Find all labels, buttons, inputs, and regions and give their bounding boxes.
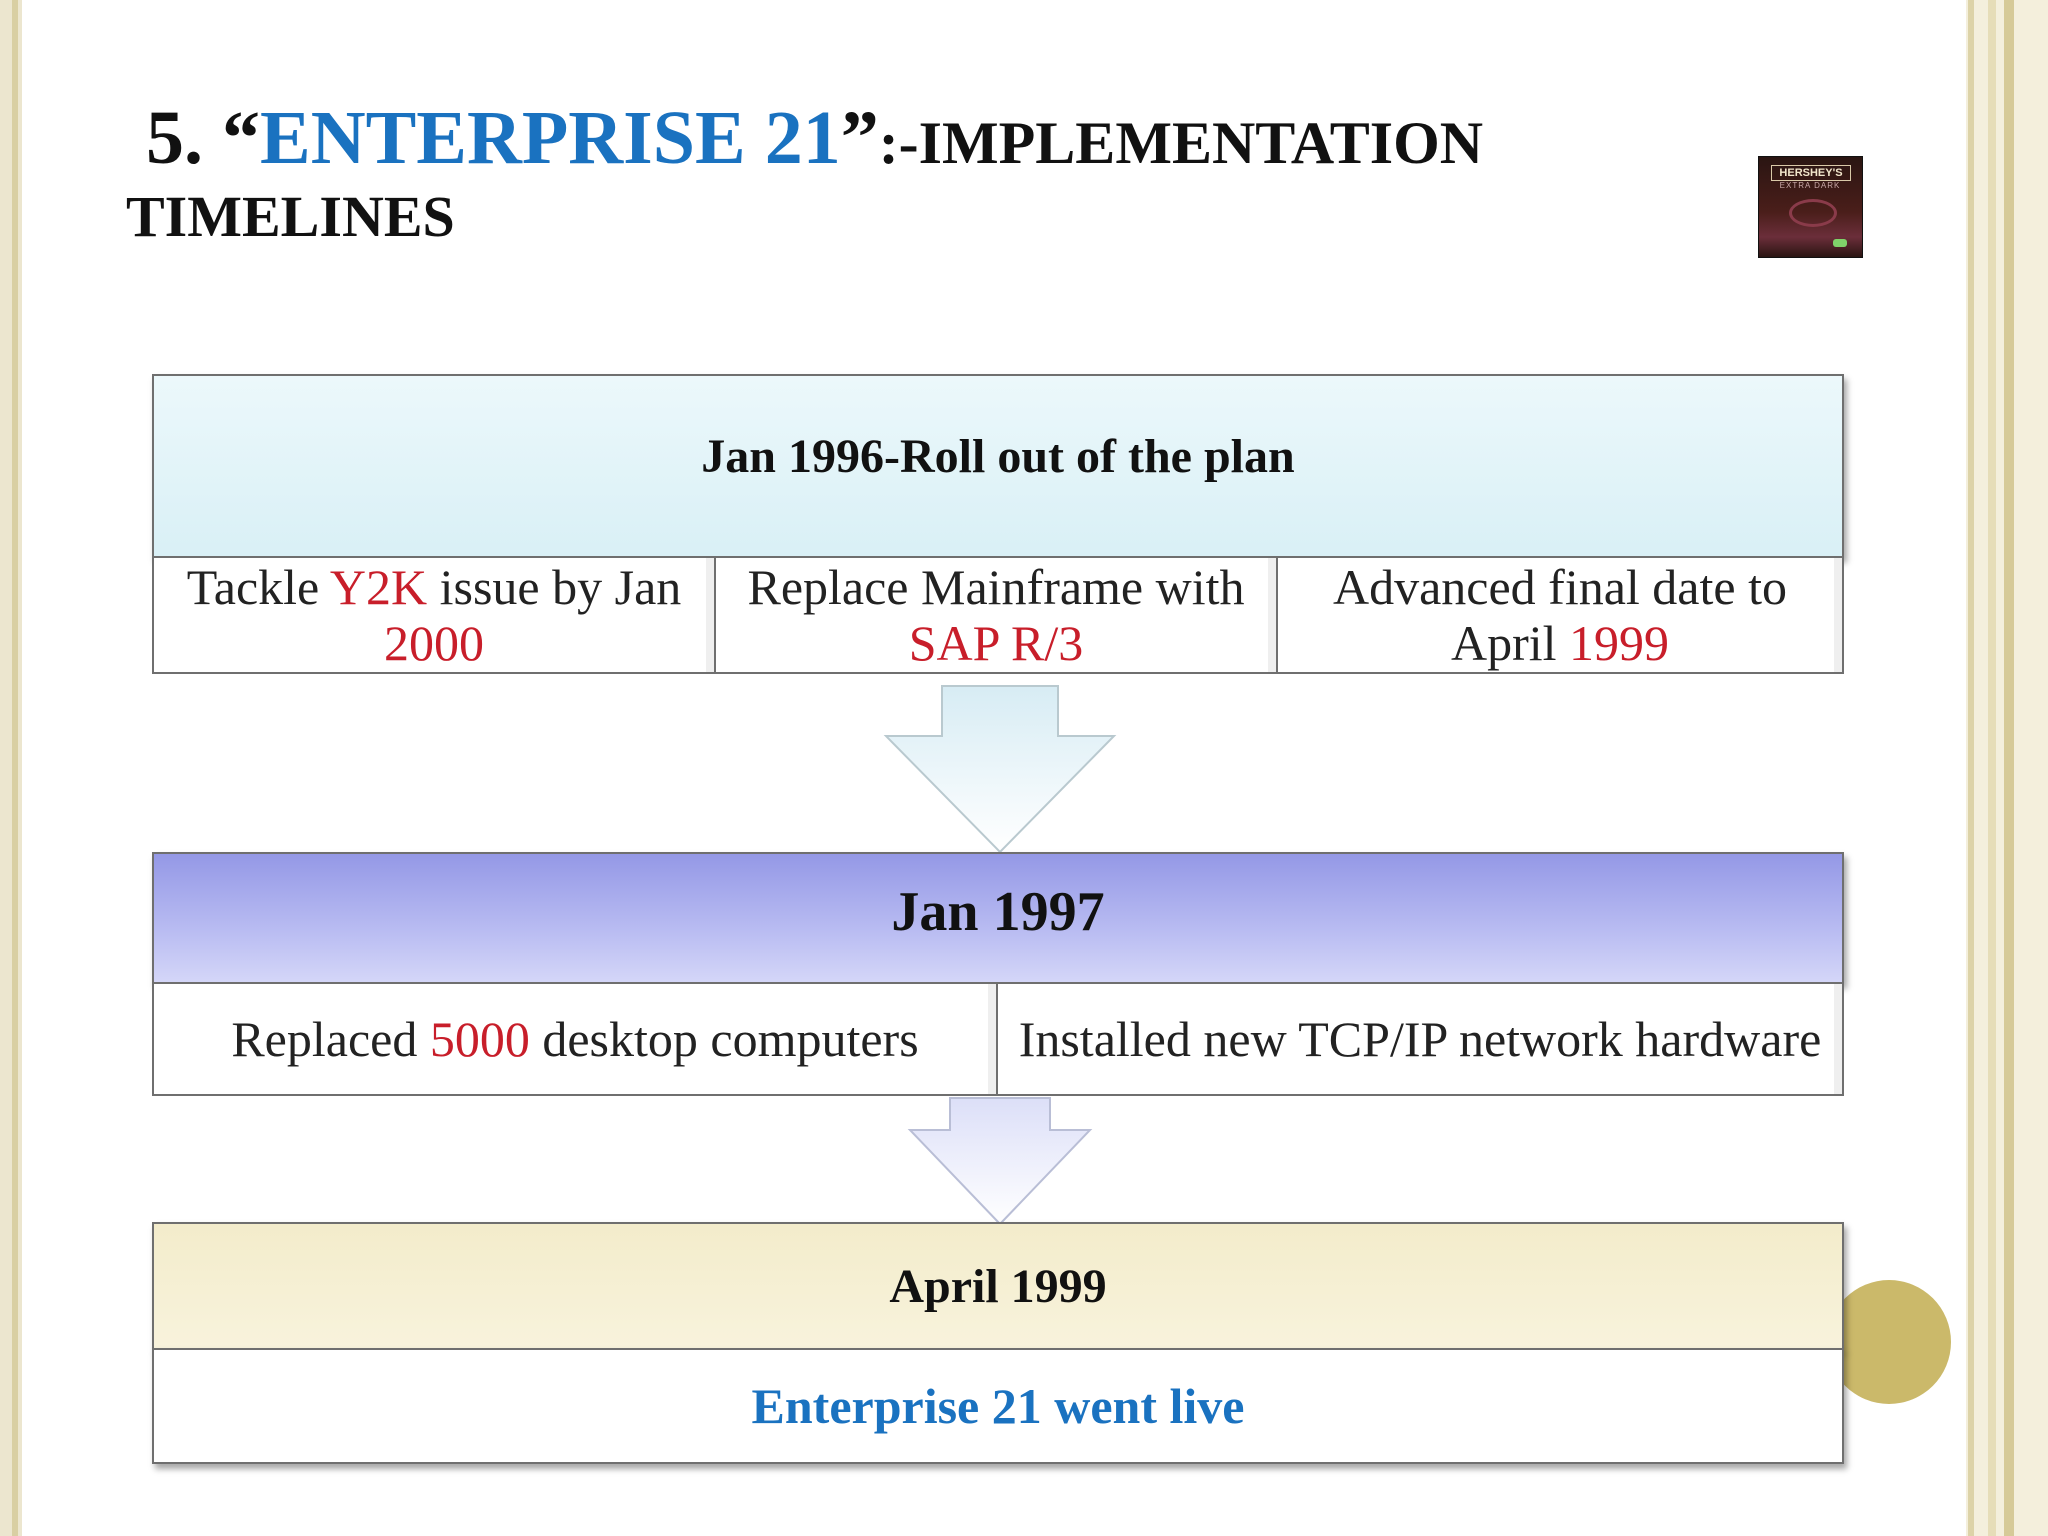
cell-text: issue by Jan (427, 559, 682, 615)
stage-1-header-text: Jan 1996-Roll out of the plan (701, 429, 1295, 483)
logo-brand: HERSHEY'S (1771, 165, 1851, 181)
stage-2-header: Jan 1997 (152, 852, 1844, 984)
cell-highlight: Y2K (329, 559, 428, 615)
stage-1-cell-sap: Replace Mainframe with SAP R/3 (714, 556, 1278, 674)
title-highlight: ENTERPRISE 21 (260, 96, 841, 180)
cell-highlight: 1999 (1569, 615, 1670, 671)
title-quote-close: ” (840, 96, 879, 180)
hersheys-logo-image: HERSHEY'S EXTRA DARK (1758, 156, 1863, 258)
logo-swirl (1789, 199, 1837, 227)
slide-frame-left (0, 0, 22, 1536)
logo-sub: EXTRA DARK (1779, 181, 1841, 190)
title-number: 5. (146, 96, 222, 180)
cell-highlight: SAP R/3 (908, 615, 1084, 671)
stage-3-result: Enterprise 21 went live (152, 1348, 1844, 1464)
cell-text: Replace Mainframe with (747, 559, 1245, 615)
stage-1-cell-y2k: Tackle Y2K issue by Jan 2000 (152, 556, 716, 674)
title-line2: TIMELINES (126, 184, 455, 249)
stage-2-cell-desktops: Replaced 5000 desktop computers (152, 982, 998, 1096)
cell-text: Tackle (186, 559, 330, 615)
title-rest: :-IMPLEMENTATION (878, 110, 1484, 176)
cell-text: desktop computers (529, 1011, 919, 1067)
slide-title: 5. “ENTERPRISE 21”:-IMPLEMENTATION TIMEL… (126, 96, 1626, 249)
title-quote-open: “ (222, 96, 260, 180)
slide-frame-right-line (2004, 0, 2014, 1536)
stage-3-header-text: April 1999 (889, 1259, 1107, 1313)
down-arrow-icon (883, 685, 1117, 854)
stage-2-cell-network: Installed new TCP/IP network hardware (996, 982, 1844, 1096)
result-text: Enterprise 21 went live (751, 1378, 1245, 1434)
stage-1-cell-date: Advanced final date to April 1999 (1276, 556, 1844, 674)
cell-text: Advanced final date to April (1333, 559, 1787, 671)
cell-text: Installed new TCP/IP network hardware (1018, 1011, 1822, 1067)
slide-frame-left-line (12, 0, 18, 1536)
cell-highlight: 2000 (384, 615, 484, 671)
stage-1-header: Jan 1996-Roll out of the plan (152, 374, 1844, 558)
stage-3-header: April 1999 (152, 1222, 1844, 1350)
cell-text: Replaced (231, 1011, 430, 1067)
slide-frame-right-line (1968, 0, 1974, 1536)
stage-2-header-text: Jan 1997 (891, 881, 1105, 943)
logo-tag (1833, 239, 1847, 247)
down-arrow-icon (907, 1097, 1093, 1226)
decorative-circle (1827, 1280, 1951, 1404)
cell-highlight: 5000 (429, 1011, 530, 1067)
slide-frame-right-line (1988, 0, 1996, 1536)
